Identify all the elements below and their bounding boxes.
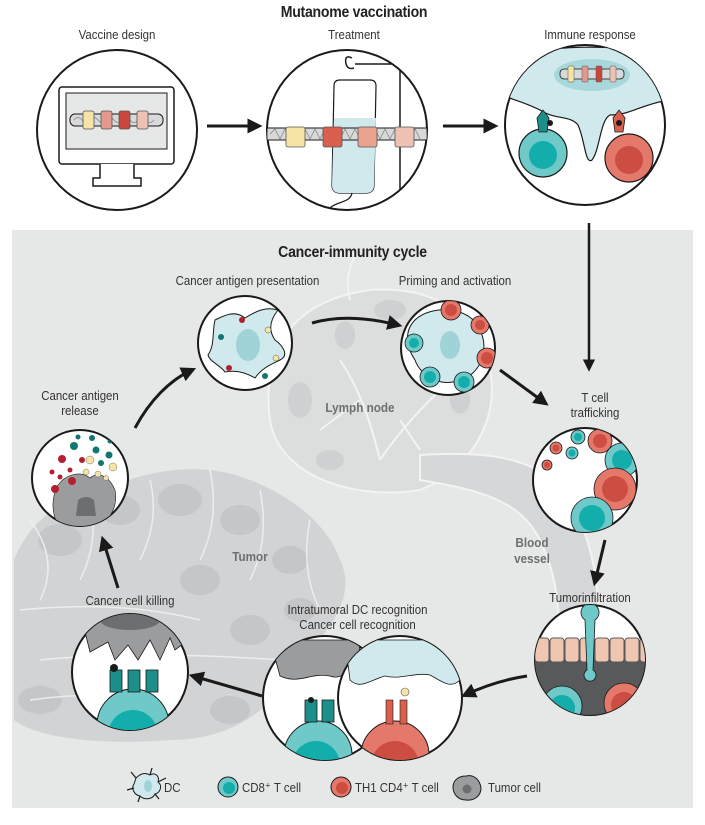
legend-tumor-icon xyxy=(453,776,481,801)
arrow-priming-to-trafficking xyxy=(500,370,545,403)
label-line: Cancer antigen xyxy=(36,388,124,403)
legend-cd8-icon xyxy=(218,777,238,797)
vaccine-design-illustration xyxy=(37,50,197,210)
cycle-label-cancer-cell-killing: Cancer cell killing xyxy=(77,593,183,608)
legend-label-cd4: TH1 CD4⁺ T cell xyxy=(355,780,439,796)
antigen-presentation-illustration xyxy=(198,296,292,390)
label-line: trafficking xyxy=(560,405,630,420)
legend-dc-icon xyxy=(127,768,166,802)
region-label-tumor: Tumor xyxy=(214,549,286,565)
label-line: T cell xyxy=(560,390,630,405)
legend-label-cd8: CD8⁺ T cell xyxy=(242,780,301,796)
label-line: Cancer cell recognition xyxy=(281,617,435,632)
priming-activation-illustration xyxy=(401,300,497,395)
cycle-label-tumor-infiltration: Tumorinfiltration xyxy=(542,590,639,605)
immune-response-illustration xyxy=(505,45,668,205)
cycle-label-priming-activation: Priming and activation xyxy=(389,273,521,288)
cycle-label-recognition: Intratumoral DC recognition Cancer cell … xyxy=(281,602,435,632)
cycle-label-t-cell-trafficking: T cell trafficking xyxy=(560,390,630,420)
region-label-lymph-node: Lymph node xyxy=(315,400,405,416)
region-label-blood-vessel: Blood vessel xyxy=(505,535,559,567)
label-line: release xyxy=(36,403,124,418)
arrow-release-to-presentation xyxy=(135,370,192,428)
label-line: vessel xyxy=(505,551,559,567)
recognition-illustration xyxy=(263,636,462,789)
tumor-infiltration-illustration xyxy=(530,604,654,726)
cycle-label-antigen-presentation: Cancer antigen presentation xyxy=(171,273,325,288)
cycle-label-antigen-release: Cancer antigen release xyxy=(36,388,124,418)
arrow-trafficking-to-infiltration xyxy=(595,540,605,582)
label-line: Intratumoral DC recognition xyxy=(281,602,435,617)
legend-label-tumor: Tumor cell xyxy=(488,780,541,795)
legend-label-dc: DC xyxy=(164,780,181,795)
label-line: Blood xyxy=(505,535,559,551)
legend-cd4-icon xyxy=(331,777,351,797)
treatment-illustration xyxy=(267,50,427,215)
arrow-infiltration-to-recognition xyxy=(465,676,527,695)
cycle-title: Cancer-immunity cycle xyxy=(254,244,452,262)
